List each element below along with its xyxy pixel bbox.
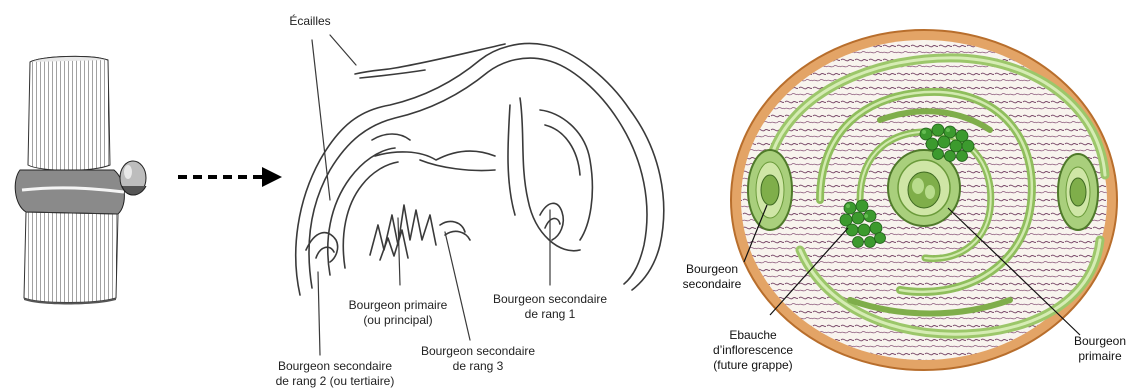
cane-node-panel [0,0,170,391]
label-ebauche-inflorescence: Ebauche d’inflorescence (future grappe) [688,328,818,373]
label-bourgeon-secondaire-rang2: Bourgeon secondaire de rang 2 (ou tertia… [255,359,415,389]
label-ecailles: Écailles [270,14,350,29]
cane-node-illustration [0,0,170,391]
label-bourgeon-secondaire: Bourgeon secondaire [672,262,752,292]
label-bourgeon-primaire-center: Bourgeon primaire (ou principal) [333,298,463,328]
label-bourgeon-primaire: Bourgeon primaire [1060,334,1136,364]
label-bourgeon-secondaire-rang3: Bourgeon secondaire de rang 3 [408,344,548,374]
label-bourgeon-secondaire-rang1: Bourgeon secondaire de rang 1 [480,292,620,322]
